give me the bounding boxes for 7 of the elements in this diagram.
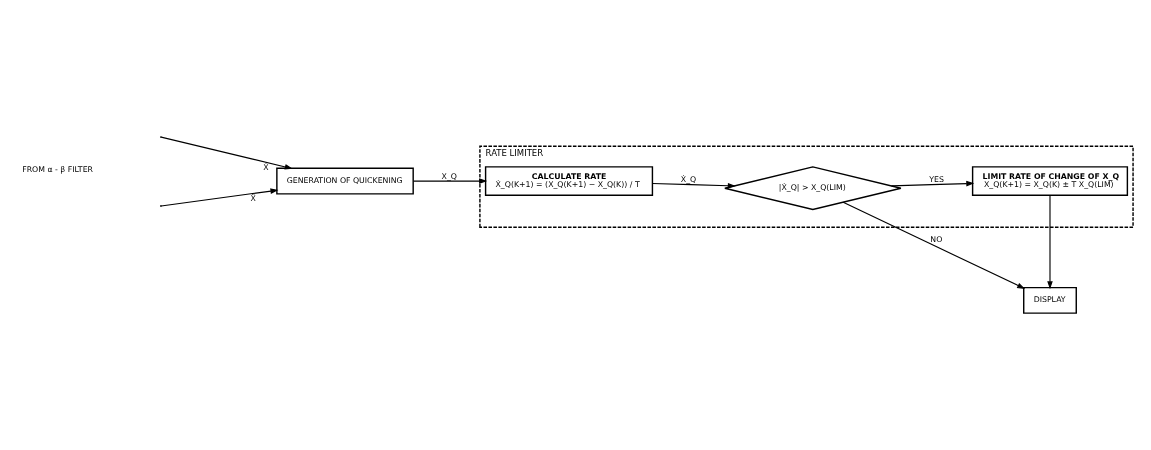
arrow [1047,194,1053,290]
arrow [842,201,1026,289]
arrow [412,178,488,184]
arrow [160,188,279,207]
arrow [160,136,293,170]
arrow [890,180,975,187]
arrow [651,182,736,189]
